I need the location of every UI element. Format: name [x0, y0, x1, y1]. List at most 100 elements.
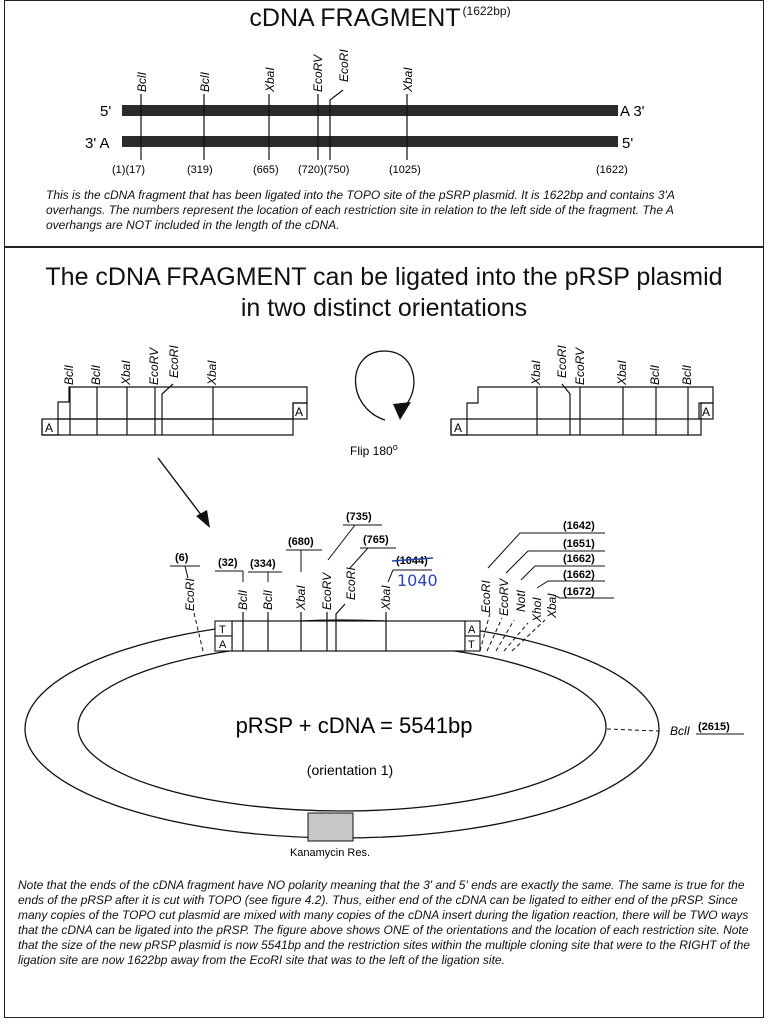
right-site-1: XbaI — [529, 360, 543, 386]
right-fragment-sites — [536, 383, 689, 435]
insert-t-left: T — [219, 624, 226, 636]
left-fragment-a-left-box — [41, 418, 59, 436]
map-xba2: XbaI — [379, 585, 393, 611]
map-ecori2: EcoRI — [344, 567, 358, 600]
orientation-title-line1: The cDNA FRAGMENT can be ligated into th… — [45, 263, 723, 291]
map-right-xhoi: XhoI — [530, 597, 544, 623]
top-pos-720-750: (720)(750) — [298, 164, 349, 176]
top-pos-665: (665) — [253, 164, 279, 176]
flip-label-text: Flip 180 — [350, 444, 393, 458]
cdna-title-size: (1622bp) — [462, 4, 511, 18]
insert-t-right: T — [468, 639, 475, 651]
bottom-strand — [122, 136, 618, 147]
map-pos-1662a: (1662) — [563, 553, 595, 565]
top-pos-1622: (1622) — [596, 164, 628, 176]
kanamycin-label: Kanamycin Res. — [290, 847, 370, 859]
orientation-title-line2: in two distinct orientations — [240, 294, 528, 322]
map-pos-765: (765) — [363, 534, 389, 546]
strand-bottom-right-label: 5' — [622, 135, 633, 152]
left-site-2: BclI — [89, 364, 103, 385]
strand-bottom-left-label: 3' A — [85, 135, 110, 152]
left-site-5: EcoRI — [167, 345, 181, 378]
top-strand — [122, 105, 618, 116]
left-site-3: XbaI — [119, 360, 133, 386]
ligation-arrow-line — [157, 457, 206, 521]
map-pos-1044: (1044) — [396, 555, 428, 567]
insert-a-box — [214, 635, 233, 652]
cdna-title: cDNA FRAGMENT(1622bp) — [0, 4, 760, 33]
kanamycin-box — [307, 812, 354, 842]
left-site-6: XbaI — [205, 360, 219, 386]
map-pos-1662b: (1662) — [563, 569, 595, 581]
map-right-ecori: EcoRI — [479, 580, 493, 613]
top-pos-1025: (1025) — [389, 164, 421, 176]
right-fragment-a-right: A — [702, 405, 710, 419]
right-site-4: XbaI — [615, 360, 629, 386]
left-fragment-outline — [41, 386, 308, 436]
left-fragment-a-right-box — [292, 402, 308, 420]
map-bcl-right: BclI — [670, 724, 691, 738]
top-pos-319: (319) — [187, 164, 213, 176]
right-fragment-a-left: A — [454, 421, 462, 435]
strand-top-right-label: A 3' — [620, 103, 645, 120]
flip-arrow-icon — [354, 350, 415, 421]
flip-degree: o — [393, 442, 398, 452]
top-site-ecori: EcoRI — [337, 49, 351, 82]
top-site-bcl1: BclI — [135, 71, 149, 92]
map-bcl2: BclI — [261, 589, 275, 610]
top-site-ecorv: EcoRV — [311, 54, 325, 92]
bottom-panel — [4, 246, 764, 1018]
orientation-title: The cDNA FRAGMENT can be ligated into th… — [0, 262, 768, 324]
map-ecori-left: EcoRI — [183, 578, 197, 611]
top-site-xba1: XbaI — [263, 67, 277, 93]
right-fragment-outline — [450, 386, 714, 436]
handwritten-correction: 1040 — [397, 571, 438, 590]
strand-top-left-label: 5' — [100, 103, 111, 120]
map-pos-2615: (2615) — [698, 721, 730, 733]
top-pos-1-17: (1)(17) — [112, 164, 145, 176]
right-fragment-a-right-box — [698, 402, 714, 420]
strikethrough — [391, 557, 434, 562]
map-pos-1651: (1651) — [563, 538, 595, 550]
bottom-note: Note that the ends of the cDNA fragment … — [18, 878, 750, 967]
map-pos-1672: (1672) — [563, 586, 595, 598]
map-right-noti: NotI — [514, 589, 528, 612]
dashed-site-lines — [193, 612, 660, 732]
ligation-arrow-head — [196, 510, 210, 528]
top-site-lines — [140, 89, 408, 160]
plasmid-size-label: pRSP + cDNA = 5541bp — [236, 713, 473, 738]
insert-t-right-box — [464, 635, 481, 652]
left-site-1: BclI — [62, 364, 76, 385]
map-pos-1642: (1642) — [563, 520, 595, 532]
right-leaders — [487, 532, 614, 599]
map-pos-6: (6) — [175, 552, 189, 564]
map-ecorv: EcoRV — [320, 572, 334, 610]
left-fragment-sites — [69, 383, 214, 435]
map-right-ecorv: EcoRV — [497, 578, 511, 616]
site-line-ecori — [329, 89, 344, 160]
right-site-5: BclI — [648, 364, 662, 385]
insert-a-right: A — [468, 624, 476, 636]
map-pos-680: (680) — [288, 536, 314, 548]
top-site-xba2: XbaI — [401, 67, 415, 93]
top-panel — [4, 0, 764, 248]
left-fragment-a-right: A — [295, 405, 303, 419]
cdna-caption: This is the cDNA fragment that has been … — [46, 188, 675, 232]
map-right-xbai: XbaI — [545, 593, 559, 619]
insert-region — [231, 620, 466, 652]
insert-a-left: A — [219, 639, 227, 651]
map-pos-32: (32) — [218, 557, 238, 569]
map-xba1: XbaI — [294, 585, 308, 611]
right-site-2: EcoRI — [555, 345, 569, 378]
flip-label: Flip 180o — [350, 442, 398, 458]
map-bcl1: BclI — [236, 589, 250, 610]
map-pos-735: (735) — [346, 511, 372, 523]
orientation-label: (orientation 1) — [307, 762, 393, 778]
right-fragment-a-left-box — [450, 418, 468, 436]
insert-site-lines — [242, 603, 387, 651]
right-site-6: BclI — [680, 364, 694, 385]
left-fragment-a-left: A — [45, 421, 53, 435]
right-site-3: EcoRV — [573, 347, 587, 385]
left-site-4: EcoRV — [147, 347, 161, 385]
